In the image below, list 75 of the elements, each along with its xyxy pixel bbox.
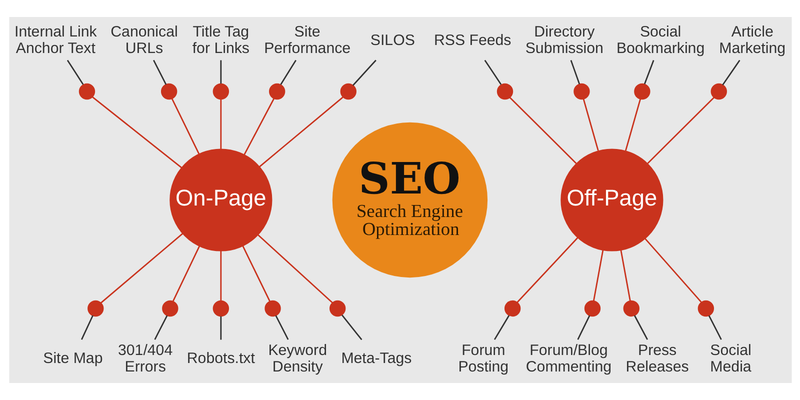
connector bbox=[274, 315, 288, 340]
connector bbox=[220, 99, 222, 149]
connector bbox=[620, 250, 630, 301]
connector bbox=[257, 234, 332, 304]
node-circle bbox=[328, 300, 346, 317]
node-text: Article Marketing bbox=[718, 24, 786, 57]
connector bbox=[570, 60, 580, 84]
node-text: Directory Submission bbox=[524, 24, 603, 57]
node-text: Forum/Blog Commenting bbox=[525, 342, 612, 376]
node-text: Internal Link Anchor Text bbox=[14, 24, 96, 57]
node-circle: Off-Page bbox=[560, 148, 663, 252]
connector bbox=[154, 315, 168, 340]
node-circle: On-Page bbox=[169, 148, 272, 252]
node-circle bbox=[504, 300, 520, 317]
node-circle bbox=[622, 300, 639, 317]
node-circle bbox=[710, 83, 726, 100]
node-circle bbox=[87, 300, 104, 317]
node-circle bbox=[212, 83, 229, 100]
connector bbox=[582, 98, 598, 151]
node-text: Social Media bbox=[710, 342, 751, 376]
node-text: SILOS bbox=[370, 32, 414, 49]
connector bbox=[508, 96, 576, 164]
connector bbox=[643, 60, 654, 84]
connector bbox=[516, 237, 578, 303]
node-circle bbox=[340, 83, 356, 100]
connector bbox=[624, 98, 641, 151]
connector bbox=[243, 98, 274, 155]
connector bbox=[341, 314, 362, 340]
node-text: Social Bookmarking bbox=[616, 24, 704, 57]
node-circle bbox=[573, 83, 590, 100]
node-text: Robots.txt bbox=[186, 350, 254, 368]
node-circle bbox=[268, 83, 285, 100]
connector bbox=[172, 246, 200, 302]
connector bbox=[66, 60, 84, 85]
node-text: Title Tag for Links bbox=[192, 24, 249, 57]
connector bbox=[644, 238, 702, 302]
connector bbox=[592, 250, 604, 301]
node-text: Canonical URLs bbox=[110, 24, 178, 57]
connector bbox=[220, 60, 222, 84]
node-circle bbox=[697, 300, 714, 317]
connector bbox=[258, 96, 343, 168]
connector bbox=[646, 96, 714, 164]
connector bbox=[352, 60, 376, 86]
node-circle bbox=[212, 300, 229, 317]
node-circle bbox=[162, 300, 178, 317]
connector bbox=[708, 315, 722, 340]
connector bbox=[484, 60, 502, 85]
node-circle: SEO Search Engine Optimization bbox=[332, 122, 488, 278]
connector bbox=[220, 316, 222, 340]
node-circle bbox=[496, 83, 513, 100]
connector bbox=[722, 60, 740, 86]
node-text: Site Performance bbox=[264, 24, 350, 57]
connector bbox=[493, 315, 510, 340]
connector bbox=[152, 60, 166, 85]
connector bbox=[576, 315, 590, 340]
connector bbox=[91, 96, 182, 168]
node-text: RSS Feeds bbox=[433, 32, 511, 49]
connector bbox=[170, 98, 200, 154]
node-text: Press Releases bbox=[625, 342, 688, 376]
node-text: Meta-Tags bbox=[340, 350, 412, 368]
node-circle bbox=[78, 83, 95, 100]
node-circle bbox=[264, 300, 280, 317]
connector bbox=[80, 315, 93, 340]
node-text: Keyword Density bbox=[268, 342, 327, 376]
node-text: Site Map bbox=[42, 350, 102, 368]
connector bbox=[633, 315, 648, 340]
node-circle bbox=[634, 83, 650, 100]
node-circle bbox=[160, 83, 177, 100]
connector bbox=[280, 60, 296, 85]
node-text: Forum Posting bbox=[458, 342, 508, 376]
node-text: 301/404 Errors bbox=[118, 342, 172, 376]
connector bbox=[100, 233, 183, 304]
connector bbox=[220, 250, 222, 301]
node-circle bbox=[584, 300, 600, 317]
connector bbox=[242, 246, 270, 302]
